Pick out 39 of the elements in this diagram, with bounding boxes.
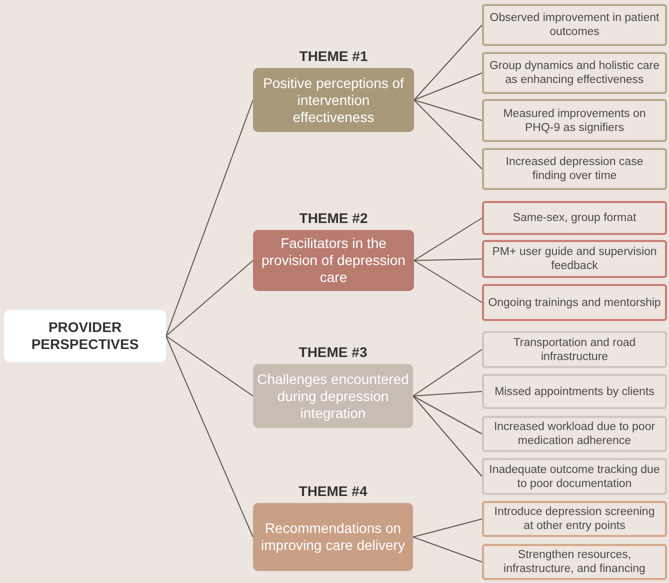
finding-box: Ongoing trainings and mentorship <box>482 284 667 321</box>
theme-box: Challenges encountered during depression integration <box>253 364 413 428</box>
connector-line <box>166 336 254 538</box>
connector-line <box>412 396 482 434</box>
connector-line <box>412 518 482 538</box>
connector-line <box>414 100 482 121</box>
finding-box: Measured improvements on PHQ-9 as signifiers <box>482 99 667 142</box>
theme-box: Facilitators in the provision of depression care <box>253 230 414 291</box>
root-box: PROVIDER PERSPECTIVES <box>4 310 166 362</box>
finding-box: PM+ user guide and supervision feedback <box>482 240 667 278</box>
finding-box: Introduce depression screening at other entry points <box>482 501 667 537</box>
theme-heading: THEME #2 <box>299 210 368 227</box>
connector-line <box>414 72 482 100</box>
connector-line <box>414 260 482 303</box>
finding-box: Observed improvement in patient outcomes <box>482 4 667 46</box>
finding-box: Increased workload due to poor medication adherence <box>482 416 667 452</box>
finding-box: Transportation and road infrastructure <box>482 331 667 368</box>
theme-box: Recommendations on improving care delivery <box>253 503 413 571</box>
finding-box: Missed appointments by clients <box>482 374 667 409</box>
connector-line <box>412 536 482 562</box>
finding-box: Same-sex, group format <box>482 201 667 235</box>
finding-box: Inadequate outcome tracking due to poor documentation <box>482 458 667 495</box>
theme-heading: THEME #1 <box>299 48 368 65</box>
finding-box: Increased depression case finding over time <box>482 148 667 190</box>
connector-line <box>414 24 482 100</box>
finding-box: Strengthen resources, infrastructure, and financing <box>482 544 667 580</box>
finding-box: Group dynamics and holistic care as enhancing effectiveness <box>482 52 667 94</box>
connector-line <box>412 396 482 477</box>
theme-box: Positive perceptions of intervention effectiveness <box>253 68 414 132</box>
connector-line <box>166 336 254 396</box>
connector-line <box>414 218 482 261</box>
connector-line <box>414 100 482 170</box>
connector-line <box>166 260 254 336</box>
theme-heading: THEME #3 <box>298 344 368 361</box>
connector-line <box>412 349 482 396</box>
connector-line <box>414 258 482 261</box>
connector-line <box>412 391 482 396</box>
theme-heading: THEME #4 <box>298 483 368 500</box>
connector-line <box>166 100 254 336</box>
